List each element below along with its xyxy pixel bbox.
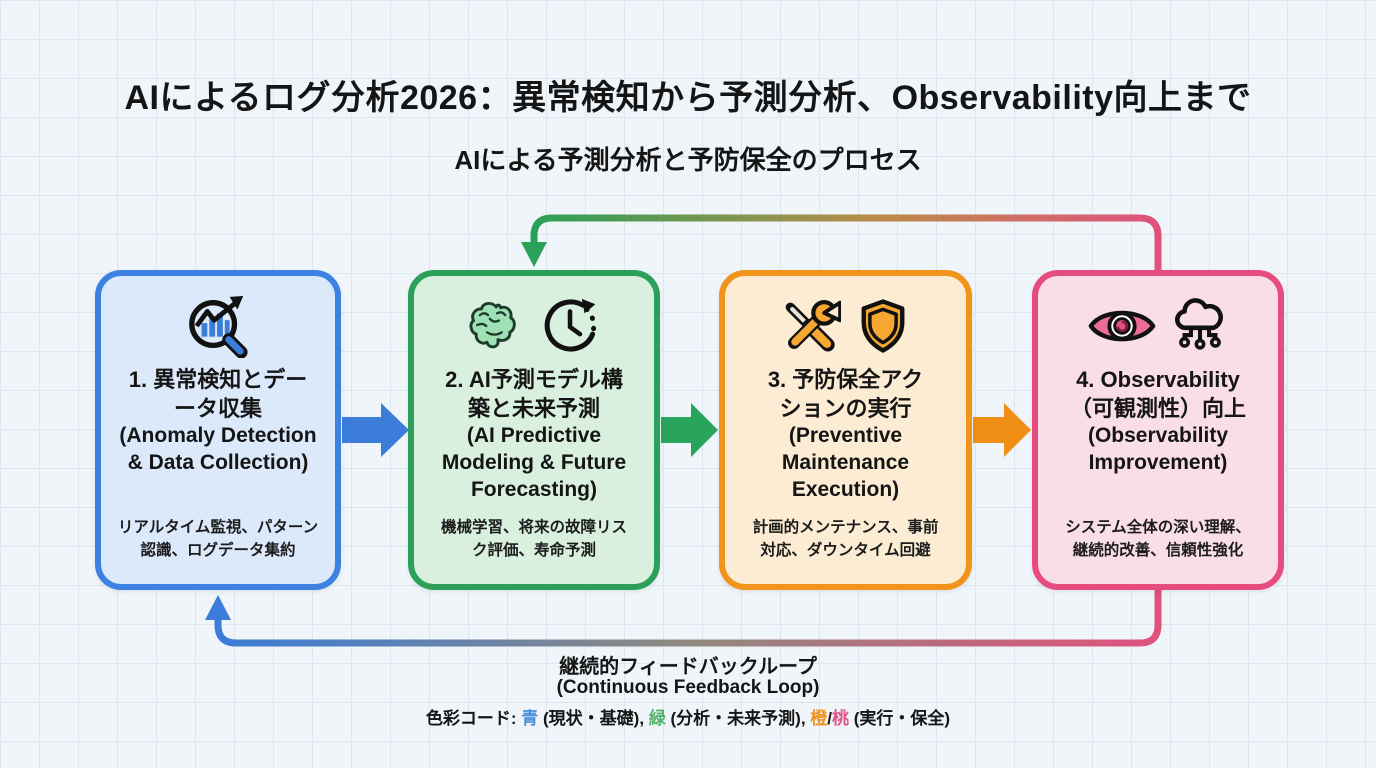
step-box-3: 3. 予防保全アク ションの実行 (Preventive Maintenance… xyxy=(719,270,972,590)
feedback-loop-bottom-arrowhead xyxy=(205,595,231,620)
legend-blue-label: 青 xyxy=(521,709,539,728)
step-2-icons xyxy=(469,294,599,358)
cloud-network-icon xyxy=(1175,298,1223,350)
step-4-title-en: (Observability Improvement) xyxy=(1087,424,1229,475)
step-box-4: 4. Observability （可観測性）向上 (Observability… xyxy=(1032,270,1284,590)
step-2-description: 機械学習、将来の故障リス ク評価、寿命予測 xyxy=(440,519,627,559)
clock-forecast-icon xyxy=(544,298,597,352)
flow-arrow-1-2 xyxy=(342,403,409,457)
feedback-loop-top-line xyxy=(530,214,1162,276)
legend-prefix: 色彩コード: xyxy=(425,709,522,728)
step-3-icons xyxy=(781,294,911,358)
shield-icon xyxy=(861,299,904,353)
tools-icon xyxy=(785,299,841,352)
step-1-title-jp: 1. 異常検知とデー ータ収集 xyxy=(128,367,308,421)
legend-orange-label: 橙 xyxy=(810,709,828,728)
page-title: AIによるログ分析2026：異常検知から予測分析、Observability向上… xyxy=(124,79,1252,117)
step-4-title-jp: 4. Observability （可観測性）向上 xyxy=(1069,367,1246,421)
magnifier-trend-icon xyxy=(189,295,248,358)
page-subtitle: AIによる予測分析と予防保全のプロセス xyxy=(454,145,922,175)
feedback-loop-label-jp: 継続的フィードバックループ xyxy=(559,656,817,678)
brain-icon xyxy=(469,302,516,349)
step-1-title-en: (Anomaly Detection & Data Collection) xyxy=(119,424,317,475)
color-code-legend: 色彩コード: 青 (現状・基礎), 緑 (分析・未来予測), 橙/桃 (実行・保… xyxy=(0,704,1376,729)
step-4-description: システム全体の深い理解、 継続的改善、信頼性強化 xyxy=(1065,519,1251,559)
step-box-2: 2. AI予測モデル構 築と未来予測 (AI Predictive Modeli… xyxy=(408,270,660,590)
feedback-loop-bottom-line xyxy=(214,586,1162,647)
flow-arrow-3-4 xyxy=(973,403,1031,457)
step-1-description: リアルタイム監視、パターン 認識、ログデータ集約 xyxy=(117,519,319,559)
legend-slash: / xyxy=(827,709,833,728)
step-2-title-en: (AI Predictive Modeling & Future Forecas… xyxy=(441,424,627,501)
step-3-title-jp: 3. 予防保全アク ションの実行 xyxy=(767,367,924,421)
step-2-title-jp: 2. AI予測モデル構 築と未来予測 xyxy=(445,367,623,421)
step-box-1: 1. 異常検知とデー ータ収集 (Anomaly Detection & Dat… xyxy=(95,270,341,590)
feedback-loop-label-en: (Continuous Feedback Loop) xyxy=(556,677,820,698)
legend-pink-label: 桃 xyxy=(832,709,850,728)
step-3-description: 計画的メンテナンス、事前 対応、ダウンタイム回避 xyxy=(752,519,939,559)
step-4-icons xyxy=(1087,294,1229,358)
step-1-icons xyxy=(180,294,256,358)
legend-pink-desc: (実行・保全) xyxy=(849,709,951,728)
eye-icon xyxy=(1088,310,1156,342)
feedback-loop-top-arrowhead xyxy=(521,242,547,267)
legend-blue-desc: (現状・基礎), xyxy=(538,709,649,728)
step-3-title-en: (Preventive Maintenance Execution) xyxy=(781,424,910,501)
flow-arrow-2-3 xyxy=(661,403,718,457)
legend-green-desc: (分析・未来予測), xyxy=(665,709,811,728)
legend-green-label: 緑 xyxy=(648,709,666,728)
